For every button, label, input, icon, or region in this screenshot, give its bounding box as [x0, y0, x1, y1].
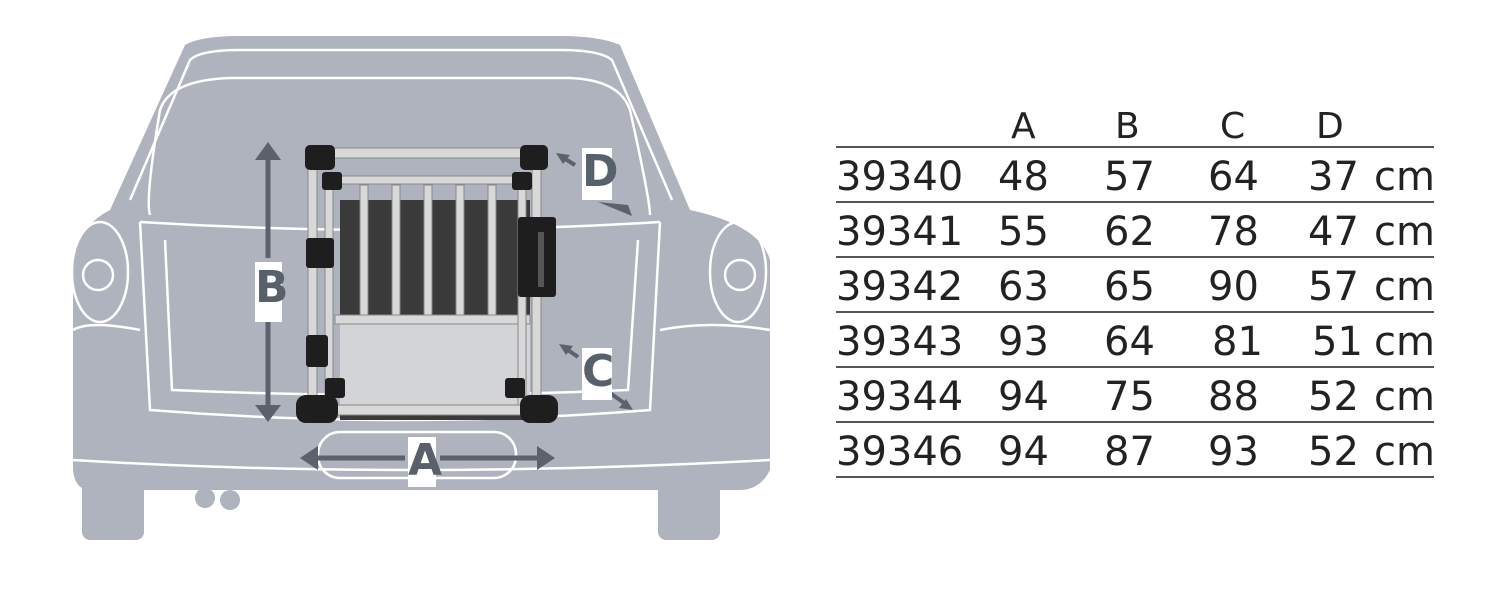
value-d: 52	[1308, 429, 1359, 475]
value-c: 93	[1208, 429, 1259, 475]
value-a: 94	[998, 429, 1049, 475]
car-crate-diagram: B A D C	[73, 36, 770, 540]
dimension-label-b: B	[255, 262, 289, 322]
value-b: 75	[1104, 374, 1155, 420]
unit: cm	[1374, 209, 1435, 255]
table-row: 39340 48 57 64 37 cm	[836, 146, 1435, 201]
table-row: 39344 94 75 88 52 cm	[836, 366, 1435, 421]
model-number: 39344	[836, 374, 964, 420]
value-a: 55	[998, 209, 1049, 255]
header-d: D	[1316, 106, 1344, 147]
unit: cm	[1374, 264, 1435, 310]
value-b: 87	[1104, 429, 1155, 475]
value-b: 64	[1104, 319, 1155, 365]
value-a: 94	[998, 374, 1049, 420]
value-a: 63	[998, 264, 1049, 310]
unit: cm	[1374, 319, 1435, 365]
header-c: C	[1220, 106, 1246, 147]
header-a: A	[1011, 106, 1036, 147]
model-number: 39341	[836, 209, 964, 255]
unit: cm	[1374, 154, 1435, 200]
dimension-label-d: D	[582, 148, 619, 200]
value-c: 78	[1208, 209, 1259, 255]
value-b: 62	[1104, 209, 1155, 255]
table-row: 39343 93 64 81 51 cm	[836, 311, 1435, 366]
unit: cm	[1374, 429, 1435, 475]
model-number: 39342	[836, 264, 964, 310]
value-d: 52	[1308, 374, 1359, 420]
value-c: 64	[1208, 154, 1259, 200]
value-d: 47	[1308, 209, 1359, 255]
car-rear-illustration	[73, 36, 770, 540]
value-c: 90	[1208, 264, 1259, 310]
table-row: 39346 94 87 93 52 cm	[836, 421, 1435, 476]
value-c: 81	[1212, 319, 1263, 365]
model-number: 39343	[836, 319, 964, 365]
table-bottom-rule	[836, 476, 1434, 478]
table-header: A B C D	[836, 100, 1434, 147]
value-c: 88	[1208, 374, 1259, 420]
unit: cm	[1374, 374, 1435, 420]
value-b: 65	[1104, 264, 1155, 310]
value-d: 37	[1308, 154, 1359, 200]
value-d: 57	[1308, 264, 1359, 310]
table-row: 39341 55 62 78 47 cm	[836, 201, 1435, 256]
value-d: 51	[1312, 319, 1363, 365]
model-number: 39346	[836, 429, 964, 475]
value-b: 57	[1104, 154, 1155, 200]
model-number: 39340	[836, 154, 964, 200]
crate-icon	[296, 145, 558, 423]
dimensions-table: A B C D 39340 48 57 64 37 cm 39341 55 62…	[836, 100, 1435, 478]
table-row: 39342 63 65 90 57 cm	[836, 256, 1435, 311]
value-a: 93	[998, 319, 1049, 365]
dimension-label-c: C	[582, 348, 614, 400]
dimension-label-a: A	[408, 435, 443, 487]
value-a: 48	[998, 154, 1049, 200]
header-b: B	[1115, 106, 1140, 147]
